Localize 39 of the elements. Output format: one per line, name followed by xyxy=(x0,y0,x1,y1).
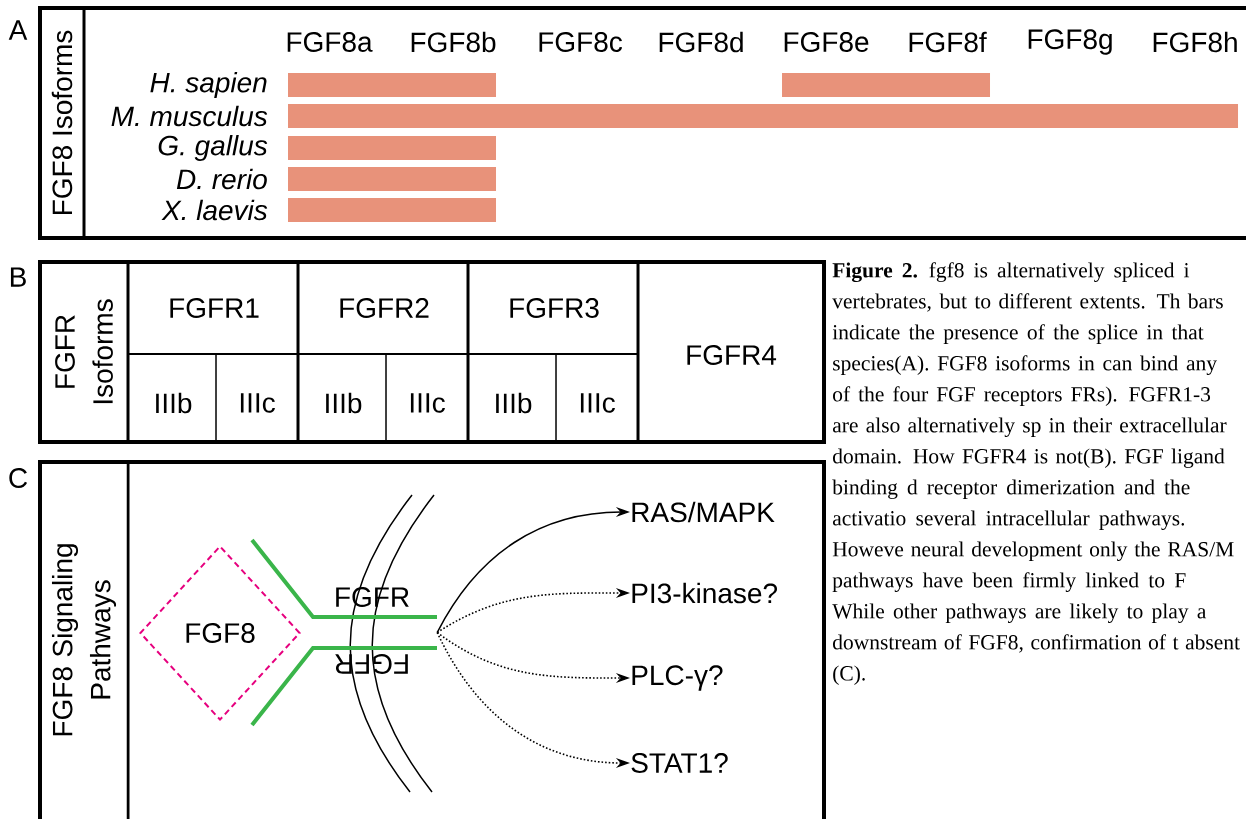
column-header: FGF8e xyxy=(784,32,869,52)
column-header: FGF8h xyxy=(1153,31,1237,53)
table-cell: FGFR3 xyxy=(510,298,599,318)
bar xyxy=(288,73,496,97)
bar xyxy=(782,73,990,97)
row-header: FGF8 Isoforms xyxy=(51,30,73,215)
column-header: FGF8a xyxy=(287,32,373,52)
panel-letter: A xyxy=(8,20,28,40)
species-label: G. gallus xyxy=(158,134,268,162)
column-header: FGF8b xyxy=(411,31,496,53)
species-label: M. musculus xyxy=(111,105,268,127)
column-header: FGF8d xyxy=(659,31,743,53)
table-cell: IIIb xyxy=(326,392,362,414)
row-header: FGFR Isoforms xyxy=(55,299,113,404)
table-cell: IIIb xyxy=(496,392,532,414)
species-label: X. laevis xyxy=(161,199,268,221)
table-cell: FGFR4 xyxy=(687,345,777,365)
species-label: D. rerio xyxy=(176,168,267,190)
bar xyxy=(288,136,496,160)
bar xyxy=(288,198,496,222)
column-header: FGF8f xyxy=(909,31,987,53)
table-cell: FGFR1 xyxy=(170,298,259,318)
bar xyxy=(288,167,496,191)
table-cell: IIIc xyxy=(580,393,615,413)
bar xyxy=(288,104,1238,128)
panel-letter: C xyxy=(9,468,28,488)
panel-letter: B xyxy=(10,267,26,287)
column-header: FGF8g xyxy=(1028,29,1112,55)
caption: Figure 2. fgf8 is alternatively spliced i vertebrates, but to different extents. Th bars indicate the presence of the splice in that species(A). FGF8 isoforms in can bind any of the four FGF receptors FRs). FGFR1-3 are also alternatively sp in their extracellular domain. How FGFR4 is not(B). FGF ligand binding d receptor dimerization and the activatio several intracellular pathways. Howeve neural development only the RAS/M pathways have been firmly linked to F While other pathways are likely to play a downstream of FGF8, confirmation of t absent (C). xyxy=(832,262,1240,685)
table-cell: FGFR2 xyxy=(340,298,429,318)
table-cell: IIIb xyxy=(156,392,192,414)
pathway-label: PLC-γ? xyxy=(632,665,723,691)
pathway-label: STAT1? xyxy=(631,753,728,773)
table-cell: IIIc xyxy=(240,393,275,413)
table-cell: IIIc xyxy=(410,393,445,413)
species-label: H. sapien xyxy=(150,71,267,99)
column-header: FGF8c xyxy=(539,32,623,52)
pathway-label: PI3-kinase? xyxy=(632,582,777,604)
pathway-label: RAS/MAPK xyxy=(632,501,775,523)
